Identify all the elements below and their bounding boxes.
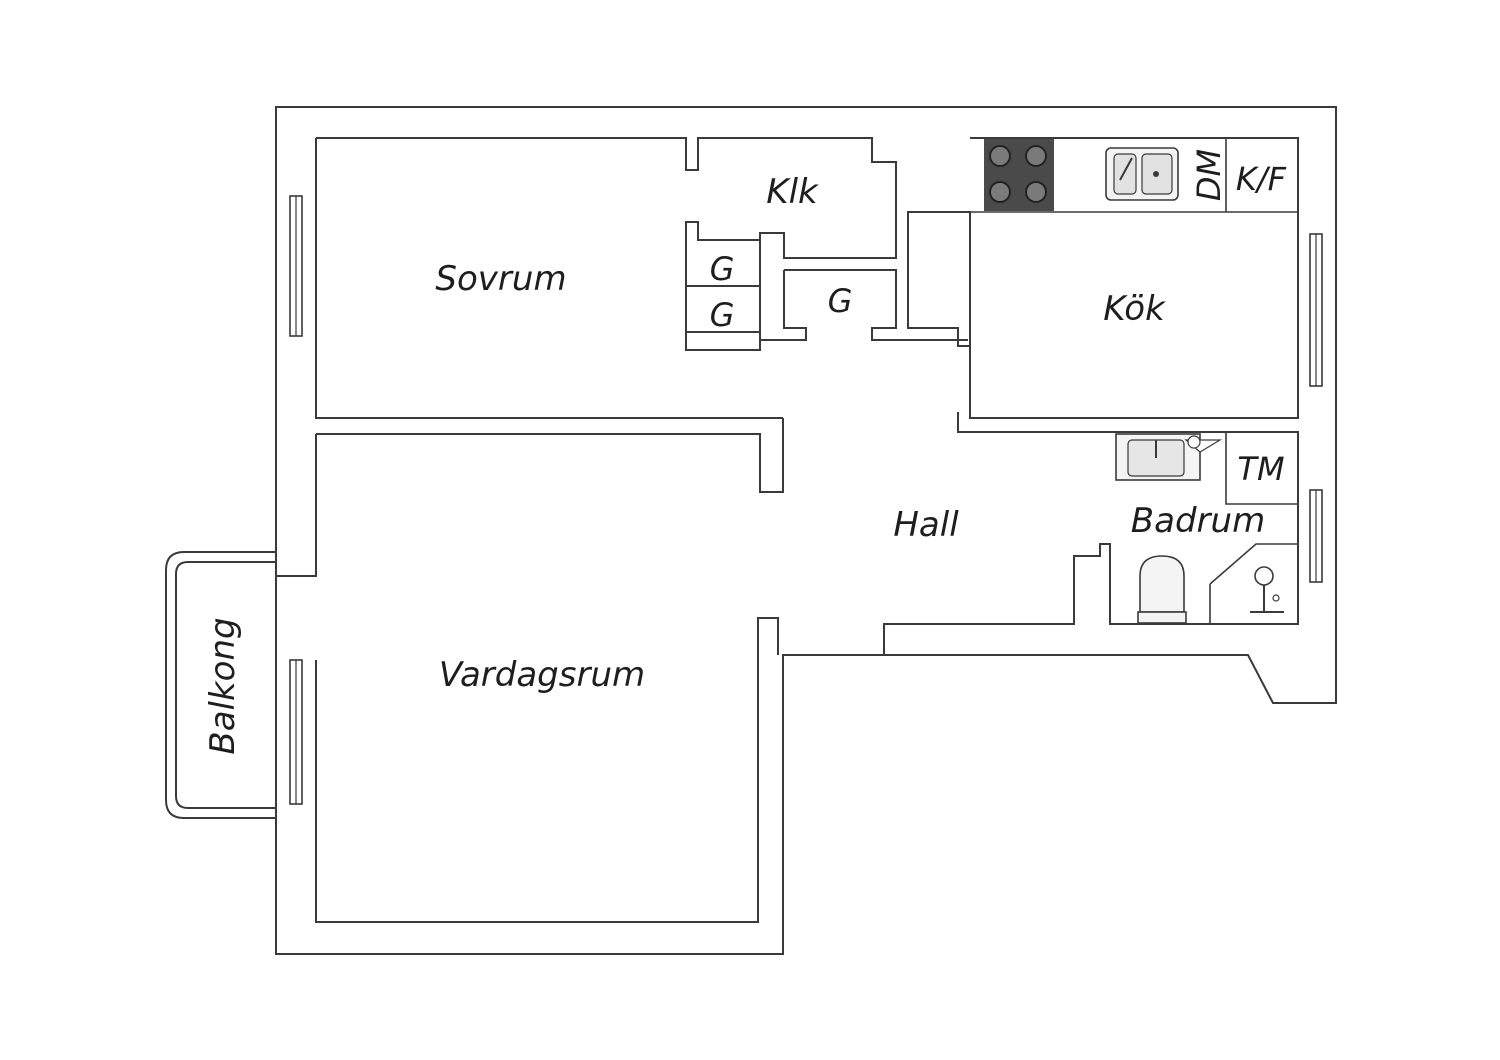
kok-hall-edge bbox=[957, 412, 1298, 433]
room-label-badrum: Badrum bbox=[1131, 501, 1265, 541]
room-label-kok: Kök bbox=[1103, 289, 1166, 329]
closet-block bbox=[686, 269, 968, 351]
window-badrum bbox=[1309, 489, 1323, 583]
stove-icon bbox=[984, 139, 1054, 211]
badrum-wall bbox=[883, 431, 1299, 655]
room-label-balkong: Balkong bbox=[203, 617, 243, 754]
window-vardagsrum bbox=[289, 659, 303, 805]
kok-counter bbox=[970, 138, 1298, 213]
bathroom-sink-icon bbox=[1115, 433, 1223, 481]
room-label-hall: Hall bbox=[893, 505, 959, 545]
window-sovrum bbox=[289, 195, 303, 337]
shower-icon bbox=[1250, 566, 1284, 613]
room-label-vardagsrum: Vardagsrum bbox=[439, 655, 645, 695]
closet-label-3: G bbox=[828, 282, 853, 320]
washing-machine-label: TM bbox=[1237, 450, 1284, 488]
room-label-klk: Klk bbox=[766, 172, 819, 212]
closet-label-1: G bbox=[710, 250, 735, 288]
toilet-icon bbox=[1137, 555, 1187, 624]
window-kok bbox=[1309, 233, 1323, 387]
fridge-freezer-label: K/F bbox=[1236, 160, 1287, 198]
vardagsrum-wall bbox=[276, 418, 784, 923]
closet-label-2: G bbox=[710, 296, 735, 334]
balcony-outline bbox=[165, 551, 276, 819]
room-label-sovrum: Sovrum bbox=[435, 259, 566, 299]
badrum-tm-box bbox=[1225, 432, 1298, 505]
shower-corner bbox=[1209, 543, 1298, 624]
exterior-wall bbox=[275, 106, 1337, 955]
dishwasher-label: DM bbox=[1190, 149, 1228, 201]
kitchen-sink-icon bbox=[1105, 147, 1179, 201]
